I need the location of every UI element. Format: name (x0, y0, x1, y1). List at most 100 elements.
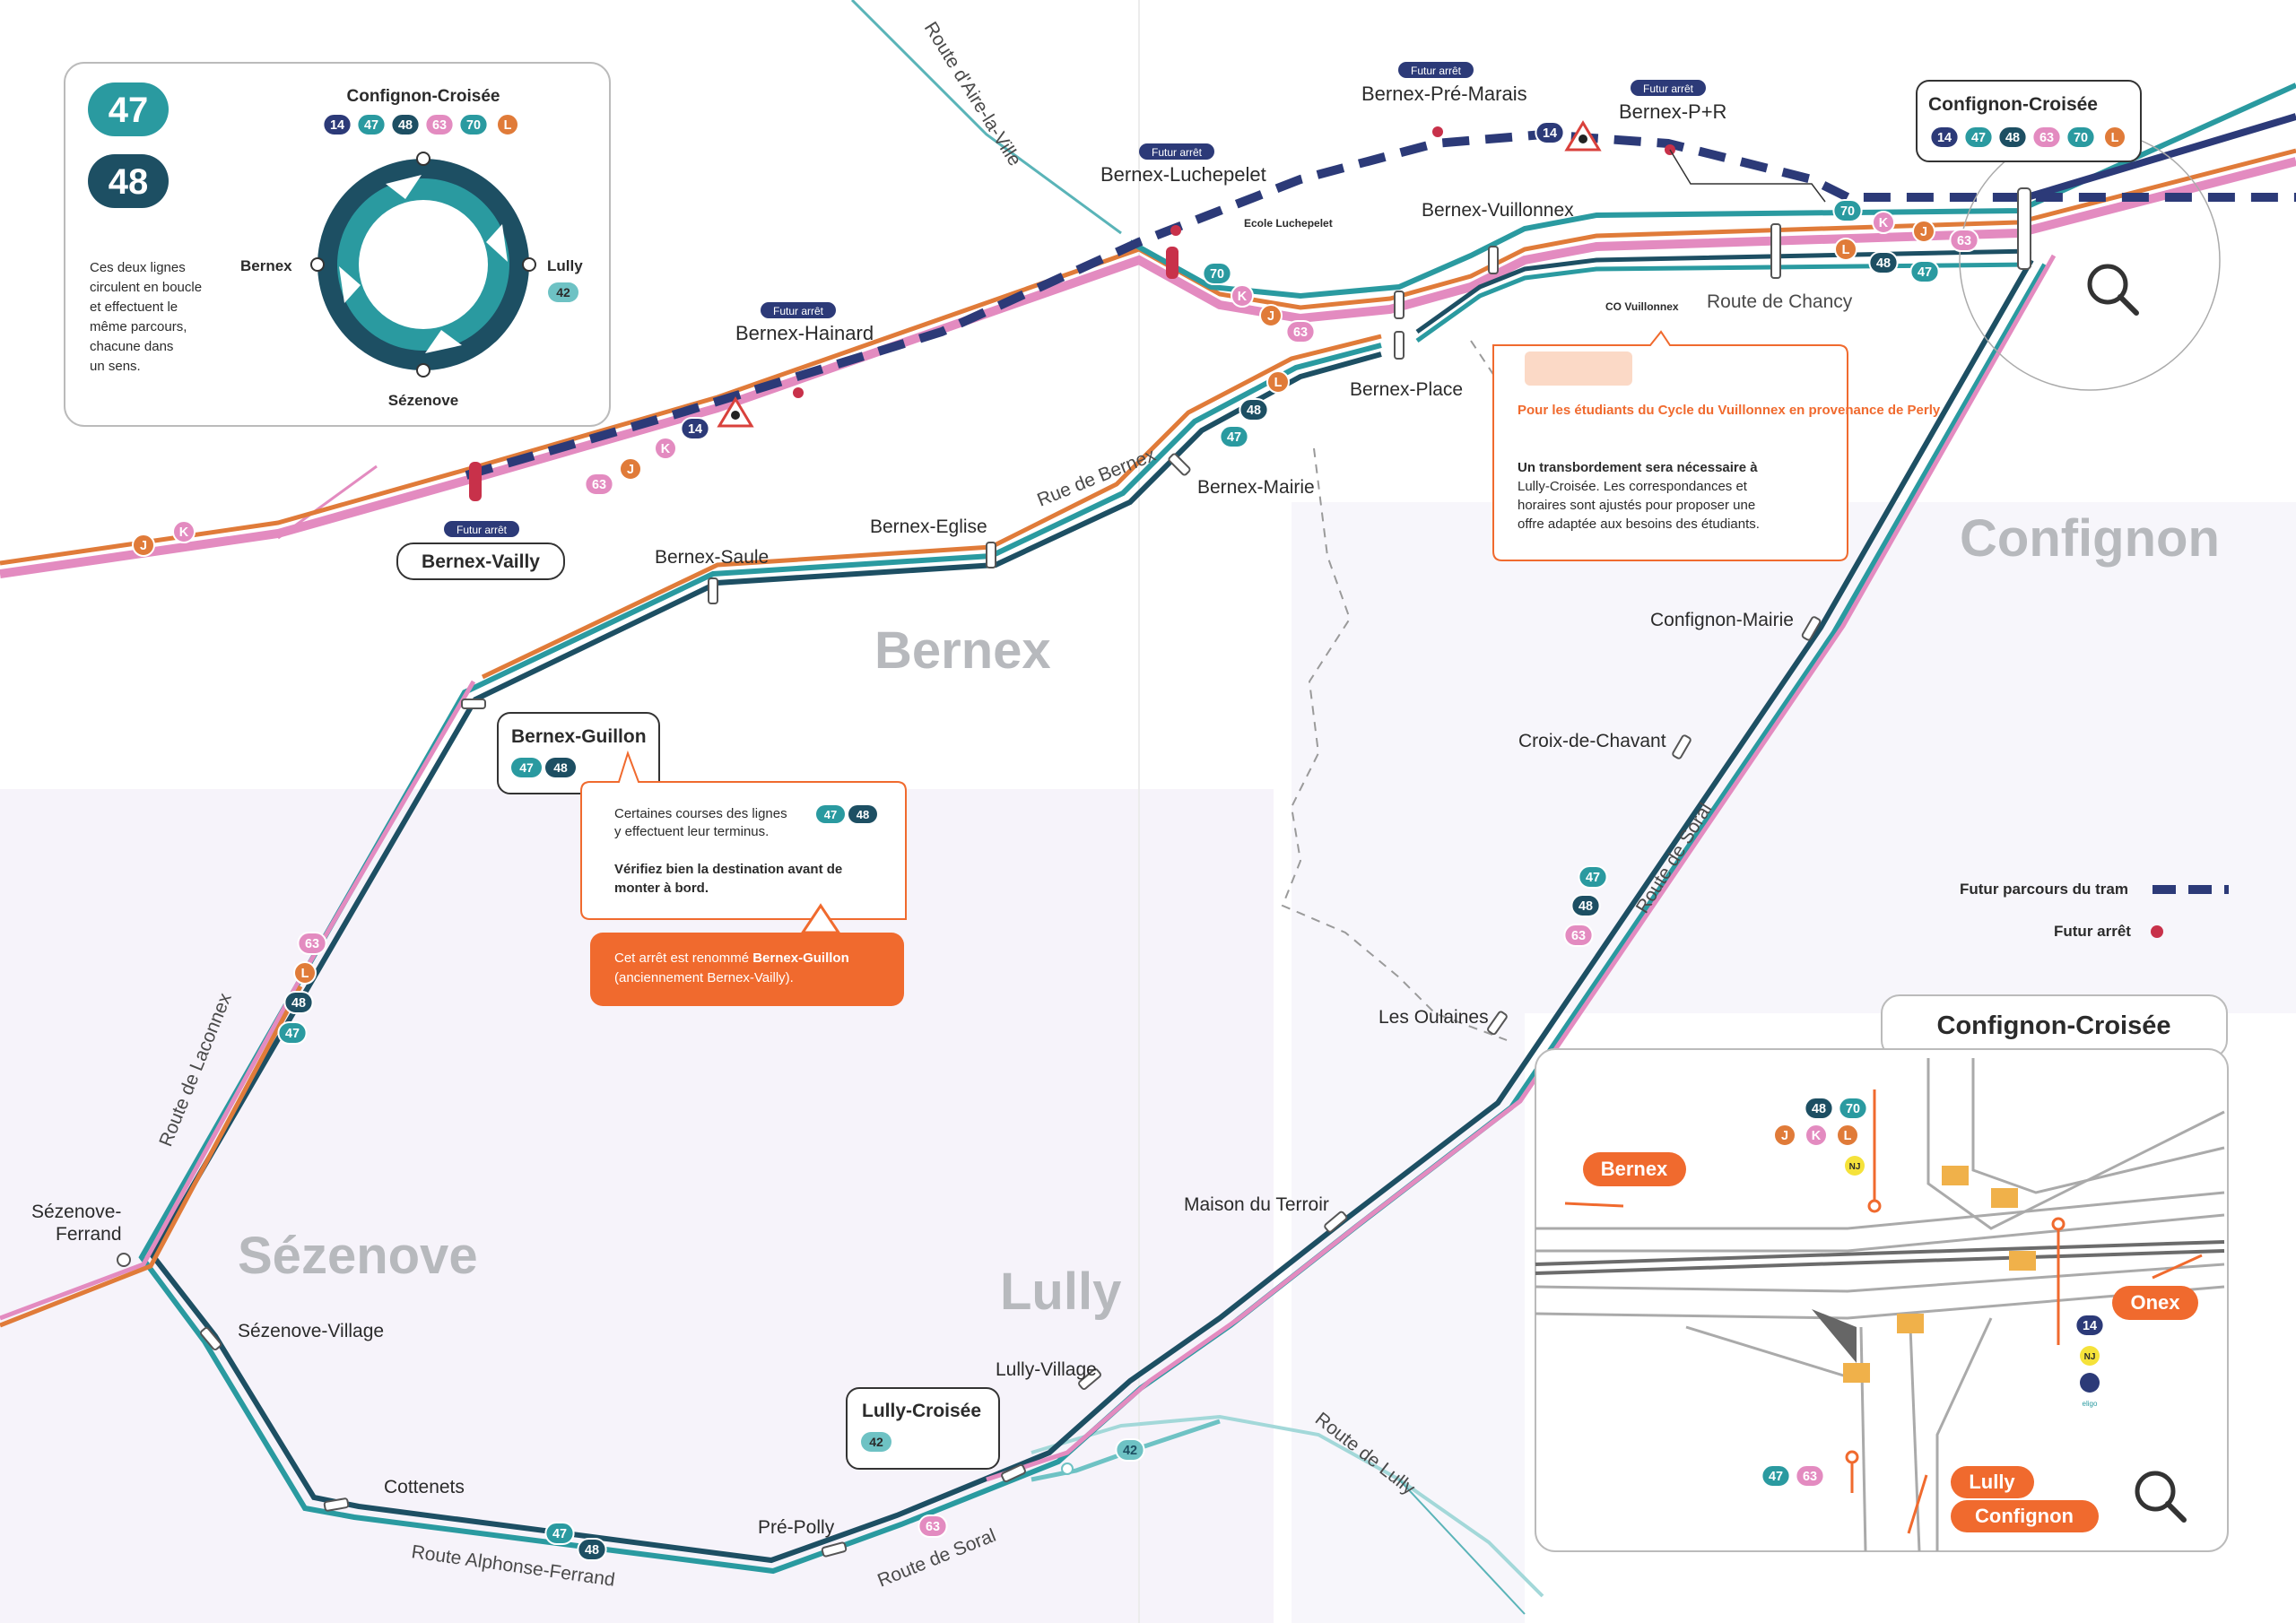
stop-sezenove-ferrand-2: Ferrand (56, 1224, 122, 1245)
badge-shape (322, 113, 352, 136)
badge-63: 63 (1949, 229, 1979, 252)
ring-stop (416, 152, 430, 166)
inset-bottom: Sézenove (388, 392, 458, 409)
badge-shape (356, 113, 387, 136)
magnifier-icon[interactable] (2087, 264, 2139, 316)
boxed-stop-name: Lully-Croisée (862, 1401, 981, 1421)
badge-label: 14 (330, 118, 344, 133)
alert-pre: Cet arrêt est renommé (614, 950, 752, 966)
inset-desc-1: Ces deux lignes (90, 260, 186, 275)
detail-onex[interactable]: Onex (2112, 1254, 2203, 1320)
detail-road (1535, 1213, 2225, 1253)
badge-label: L (1844, 1129, 1852, 1143)
badge-K: K (1231, 284, 1254, 308)
badge-K: K (654, 437, 677, 460)
badge-shape (1834, 238, 1857, 261)
stop-tick (1487, 1011, 1508, 1036)
badge-label: 47 (1918, 265, 1932, 280)
badge-70: 70 (2066, 126, 2096, 149)
badge-L: L (496, 113, 519, 136)
badge-shape (1997, 126, 2028, 149)
detail-track (1535, 1240, 2225, 1266)
badge-nj (1845, 1156, 1865, 1176)
badge-text: 47 (824, 808, 837, 821)
badge-label: J (140, 539, 147, 553)
detail-lully-arrow (1907, 1474, 1928, 1534)
badge-label: L (1274, 376, 1283, 390)
badge-nj-2-text: NJ (2084, 1352, 2096, 1362)
future-tag-text: Futur arrêt (1643, 82, 1694, 95)
badge-label: 63 (926, 1520, 940, 1534)
detail-lully-confignon[interactable]: Lully Confignon (1907, 1466, 2099, 1534)
detail-bernex[interactable]: Bernex (1564, 1152, 1686, 1208)
badge-shape (2103, 126, 2126, 149)
stop-cottenets: Cottenets (384, 1477, 465, 1497)
badge-42 (861, 1432, 891, 1452)
inset-left: Bernex (240, 257, 292, 274)
future-stop-dot (1432, 126, 1443, 137)
badge-label: 48 (291, 996, 306, 1011)
badge-shape (1535, 121, 1565, 144)
eligo-icon (2080, 1373, 2100, 1393)
badge-shape (283, 991, 314, 1014)
badge-shape (1578, 865, 1608, 889)
detail-confignon-pill (1951, 1500, 2099, 1532)
line-42 (1031, 1419, 1221, 1482)
detail-onex-arrow (2152, 1254, 2203, 1280)
inset-desc-4: même parcours, (90, 319, 187, 334)
badge-42: 42 (1115, 1438, 1145, 1462)
stop-ecole-luchepelet: Ecole Luchepelet (1244, 217, 1333, 230)
badge-shape (1838, 1097, 1868, 1120)
detail-magnifier-icon[interactable] (2135, 1471, 2187, 1523)
future-tag (444, 521, 519, 537)
badge-shape (1804, 1097, 1834, 1120)
badge-47: 47 (1219, 425, 1249, 448)
stop-tick (986, 542, 996, 568)
badge-label: L (504, 118, 512, 133)
badge-label: 14 (1937, 131, 1952, 145)
area-confignon: Confignon (1960, 509, 2220, 568)
badge-48: 48 (1997, 126, 2028, 149)
detail-track (1535, 1249, 2225, 1275)
area-bernex: Bernex (874, 621, 1051, 680)
detail-road (1935, 1317, 1993, 1551)
detail-title: Confignon-Croisée (1937, 1011, 2171, 1040)
stop-tick (323, 1497, 350, 1512)
future-stop-hainard: Futur arrêt Bernex-Hainard (735, 302, 874, 344)
badge-shape (1259, 304, 1283, 327)
badge-48: 48 (1570, 894, 1601, 917)
detail-magnifier-handle (2165, 1501, 2187, 1523)
stop-tick (461, 699, 486, 709)
badge-label: 70 (1210, 267, 1224, 282)
detail-onex-pill (2112, 1286, 2198, 1320)
stop-tick (1324, 1211, 1348, 1233)
badge-70: 70 (458, 113, 489, 136)
detail-lully-label: Lully (1969, 1471, 2015, 1493)
badge-nj-2 (2080, 1346, 2100, 1366)
badge-label: J (1267, 309, 1274, 324)
eligo-label: eligo (2083, 1400, 2098, 1408)
note-students-line-4: offre adaptée aux besoins des étudiants. (1518, 516, 1760, 532)
badge-14: 14 (680, 417, 710, 440)
inset-badge-48 (88, 154, 169, 208)
badge-label: 48 (1578, 899, 1593, 914)
alert-bold: Bernex-Guillon (752, 950, 849, 966)
stop-sezenove-village: Sézenove-Village (238, 1321, 384, 1341)
badge-48 (545, 758, 576, 777)
note-guillon-bold-1: Vérifiez bien la destination avant de (614, 862, 842, 877)
crosswalk (2009, 1251, 2036, 1271)
detail-bernex-label: Bernex (1601, 1158, 1668, 1180)
line-63-jk (0, 157, 2296, 578)
badge-label: K (1812, 1129, 1822, 1143)
detail-roads (1535, 1058, 2225, 1552)
detail-stop-3 (1845, 1450, 1859, 1464)
badge-K: K (1805, 1124, 1828, 1147)
badge-label: 48 (2005, 131, 2020, 145)
badge-63: 63 (2031, 126, 2062, 149)
stop-ticks (200, 187, 2031, 1558)
badge-label: 63 (592, 478, 606, 492)
magnifier-lens (2087, 264, 2128, 305)
inset-ring-center (359, 200, 488, 329)
legend-stop: Futur arrêt (2054, 923, 2131, 940)
badge-label: 63 (2039, 131, 2054, 145)
